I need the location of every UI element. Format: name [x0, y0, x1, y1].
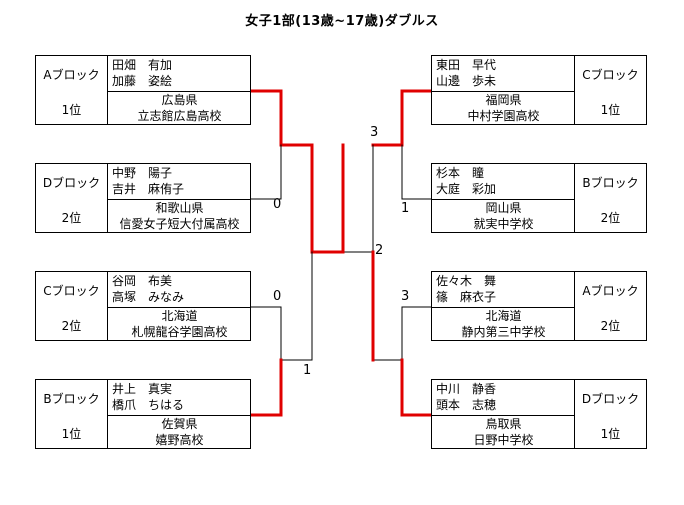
block-rank: 2位 [61, 319, 82, 333]
block-rank: 1位 [61, 427, 82, 441]
school-name: 静内第三中学校 [461, 325, 546, 339]
line-e3 [248, 306, 313, 361]
prefecture: 福岡県 [485, 93, 522, 107]
block-cell: Cブロック 2位 [36, 272, 108, 340]
school-name: 信愛女子短大付属高校 [119, 217, 240, 231]
player-name-1: 東田 早代 [436, 58, 497, 72]
prefecture: 広島県 [161, 93, 198, 107]
player-names: 佐々木 舞 篠 麻衣子 [432, 272, 575, 308]
block-rank: 1位 [61, 103, 82, 117]
score-final: 2 [375, 243, 384, 258]
school-name: 中村学園高校 [467, 109, 540, 123]
block-cell: Dブロック 1位 [574, 380, 646, 448]
entry-7: 佐々木 舞 篠 麻衣子 北海道 静内第三中学校 Aブロック 2位 [431, 271, 647, 341]
player-name-2: 加藤 姿絵 [112, 74, 173, 88]
bracket-title: 女子1部(13歳~17歳)ダブルス [245, 14, 439, 29]
player-name-2: 橋爪 ちはる [112, 398, 185, 412]
player-name-1: 井上 真実 [112, 382, 173, 396]
entry-2: Dブロック 2位 中野 陽子 吉井 麻侑子 和歌山県 信愛女子短大付属高校 [35, 163, 251, 233]
school-name: 嬉野高校 [155, 433, 204, 447]
player-name-1: 中野 陽子 [112, 166, 173, 180]
prefecture: 鳥取県 [485, 417, 522, 431]
player-name-2: 高塚 みなみ [112, 290, 185, 304]
player-name-2: 篠 麻衣子 [436, 290, 497, 304]
school-name: 札幌龍谷学園高校 [131, 325, 228, 339]
line-e4-win [247, 358, 283, 417]
block-cell: Aブロック 2位 [574, 272, 646, 340]
player-names: 中野 陽子 吉井 麻侑子 [108, 164, 251, 200]
block-cell: Aブロック 1位 [36, 56, 108, 124]
player-name-2: 大庭 彩加 [436, 182, 497, 196]
block-name: Aブロック [43, 68, 100, 82]
score-right-top-sf-upper: 3 [370, 125, 379, 140]
block-rank: 2位 [600, 211, 621, 225]
line-right-upper-to-final [342, 144, 374, 253]
block-rank: 2位 [61, 211, 82, 225]
school-name: 就実中学校 [473, 217, 534, 231]
line-e1-win [247, 89, 345, 254]
block-rank: 1位 [600, 103, 621, 117]
player-name-2: 頭本 志穂 [436, 398, 497, 412]
prefecture: 岡山県 [485, 201, 522, 215]
player-names: 杉本 瞳 大庭 彩加 [432, 164, 575, 200]
player-name-2: 山邊 歩未 [436, 74, 497, 88]
line-e2 [248, 144, 282, 200]
block-rank: 2位 [600, 319, 621, 333]
block-name: Dブロック [42, 176, 101, 190]
player-name-2: 吉井 麻侑子 [112, 182, 185, 196]
line-e6 [401, 144, 434, 200]
entry-1: Aブロック 1位 田畑 有加 加藤 姿絵 広島県 立志館広島高校 [35, 55, 251, 125]
block-name: Dブロック [581, 392, 640, 406]
school-name: 立志館広島高校 [137, 109, 222, 123]
block-name: Bブロック [582, 176, 639, 190]
block-name: Bブロック [43, 392, 100, 406]
player-name-1: 田畑 有加 [112, 58, 173, 72]
line-e5-win [371, 89, 435, 147]
player-names: 井上 真実 橋爪 ちはる [108, 380, 251, 416]
prefecture: 北海道 [485, 309, 522, 323]
line-e7 [372, 306, 434, 361]
block-cell: Dブロック 2位 [36, 164, 108, 232]
prefecture: 佐賀県 [161, 417, 198, 431]
player-names: 東田 早代 山邊 歩未 [432, 56, 575, 92]
score-right-bottom-sf-upper: 3 [401, 289, 410, 304]
player-names: 谷岡 布美 高塚 みなみ [108, 272, 251, 308]
score-right-top-sf-lower: 1 [401, 201, 410, 216]
entry-8: 中川 静香 頭本 志穂 鳥取県 日野中学校 Dブロック 1位 [431, 379, 647, 449]
score-left-bottom-sf-upper: 0 [273, 289, 282, 304]
block-cell: Bブロック 1位 [36, 380, 108, 448]
score-left-top-sf: 0 [273, 197, 282, 212]
block-name: Cブロック [43, 284, 100, 298]
player-names: 田畑 有加 加藤 姿絵 [108, 56, 251, 92]
player-name-1: 佐々木 舞 [436, 274, 497, 288]
block-cell: Cブロック 1位 [574, 56, 646, 124]
line-e8-win [400, 358, 435, 417]
block-rank: 1位 [600, 427, 621, 441]
school-name: 日野中学校 [473, 433, 534, 447]
block-name: Cブロック [582, 68, 639, 82]
block-cell: Bブロック 2位 [574, 164, 646, 232]
score-left-bottom-sf-lower: 1 [303, 363, 312, 378]
entry-4: Bブロック 1位 井上 真実 橋爪 ちはる 佐賀県 嬉野高校 [35, 379, 251, 449]
player-name-1: 谷岡 布美 [112, 274, 173, 288]
block-name: Aブロック [582, 284, 639, 298]
prefecture: 北海道 [161, 309, 198, 323]
prefecture: 和歌山県 [155, 201, 204, 215]
player-name-1: 中川 静香 [436, 382, 497, 396]
entry-3: Cブロック 2位 谷岡 布美 高塚 みなみ 北海道 札幌龍谷学園高校 [35, 271, 251, 341]
entry-5: 東田 早代 山邊 歩未 福岡県 中村学園高校 Cブロック 1位 [431, 55, 647, 125]
player-names: 中川 静香 頭本 志穂 [432, 380, 575, 416]
player-name-1: 杉本 瞳 [436, 166, 485, 180]
entry-6: 杉本 瞳 大庭 彩加 岡山県 就実中学校 Bブロック 2位 [431, 163, 647, 233]
